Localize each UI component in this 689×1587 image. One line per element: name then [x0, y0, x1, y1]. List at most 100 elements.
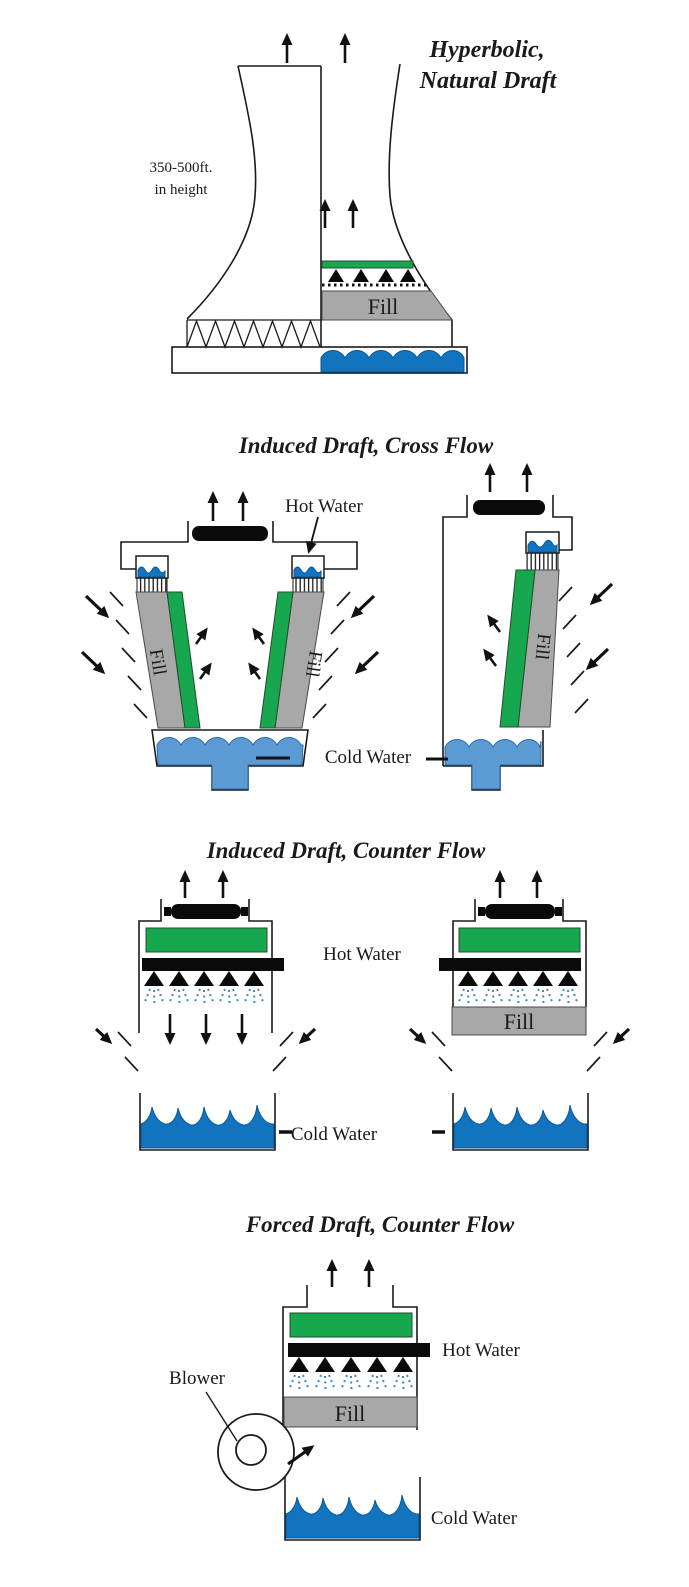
louver-slashes — [109, 591, 351, 719]
air-in-arrow — [589, 582, 614, 606]
fill-label: Fill — [145, 647, 170, 676]
distribution-hatch — [136, 577, 168, 594]
air-in-arrow — [612, 1027, 631, 1045]
hot-water-pointer-arrow — [305, 516, 319, 554]
spray-nozzle — [243, 970, 265, 1005]
spray-nozzle — [340, 1356, 362, 1391]
spray-nozzle — [557, 970, 579, 1005]
cold-water-basin — [139, 1093, 276, 1151]
hot-water — [293, 566, 322, 578]
hot-water-pipe — [142, 958, 284, 971]
air-in-arrow — [350, 594, 376, 619]
fill-label: Fill — [301, 649, 326, 678]
cold-water — [285, 1494, 420, 1539]
blower-inlet — [235, 1434, 267, 1466]
casing-left-wall — [282, 1285, 308, 1430]
spray-nozzle — [366, 1356, 388, 1391]
fill-label: Fill — [504, 1009, 535, 1034]
spray-nozzle — [314, 1356, 336, 1391]
spray-nozzle — [482, 970, 504, 1005]
spray-nozzle — [457, 970, 479, 1005]
counter-flow-title: Induced Draft, Counter Flow — [206, 838, 486, 863]
cross-flow-right-tower: Fill — [426, 463, 614, 791]
cold-water — [156, 737, 304, 790]
height-note-line2: in height — [155, 182, 209, 198]
hyperbolic-title-line1: Hyperbolic, — [428, 37, 544, 63]
hyperbolic-title-line2: Natural Draft — [419, 68, 558, 94]
basin-water — [320, 350, 465, 373]
fill-label: Fill — [531, 632, 555, 660]
fan-hub — [164, 907, 171, 916]
air-in-arrow — [80, 650, 106, 675]
casing-right-wall — [248, 899, 273, 1033]
tower-shell-left-profile — [186, 65, 257, 320]
fan — [171, 904, 241, 919]
casing-right-wing — [552, 495, 573, 551]
spray-nozzle — [143, 970, 165, 1005]
drift-eliminator — [289, 1312, 413, 1338]
fill-area — [283, 1396, 418, 1428]
cold-water-label: Cold Water — [325, 747, 412, 768]
spray-nozzle — [168, 970, 190, 1005]
spray-nozzle — [193, 970, 215, 1005]
spray-nozzle — [218, 970, 240, 1005]
fill-label: Fill — [368, 294, 399, 319]
casing-right-wing — [272, 521, 358, 570]
hot-water-pipe — [288, 1343, 430, 1357]
cold-water-basin — [452, 1093, 589, 1151]
hot-water-label: Hot Water — [285, 496, 363, 517]
basin — [171, 346, 468, 374]
induced-draft-counter-flow-diagram: Induced Draft, Counter Flow — [94, 838, 631, 1151]
drift-eliminator — [458, 927, 581, 953]
hyperbolic-natural-draft-diagram: Hyperbolic, Natural Draft 350-500ft. in … — [150, 33, 558, 374]
louver-slashes — [431, 1031, 608, 1072]
cold-water-basin — [151, 729, 309, 791]
induced-draft-cross-flow-diagram: Induced Draft, Cross Flow Fill Fill — [80, 433, 614, 791]
spray-nozzle — [288, 1356, 310, 1391]
fill-label: Fill — [335, 1401, 366, 1426]
cold-water — [444, 739, 542, 790]
cold-water — [140, 1104, 275, 1149]
air-in-arrow — [408, 1027, 427, 1045]
spray-nozzle — [353, 269, 369, 282]
hot-water — [527, 539, 558, 553]
air-in-arrow — [298, 1027, 317, 1045]
air-in-arrow — [84, 594, 110, 619]
fan — [485, 904, 555, 919]
internal-air-arrows — [194, 627, 266, 680]
spray-nozzle — [328, 269, 344, 282]
louver-slashes — [558, 586, 589, 714]
fill-green-face — [166, 591, 201, 729]
fill-area — [451, 1006, 587, 1036]
fill-green-face — [259, 591, 294, 729]
cold-water-label: Cold Water — [291, 1124, 378, 1145]
fan — [473, 500, 545, 515]
blower-pointer-line — [205, 1391, 238, 1442]
blower-label: Blower — [169, 1368, 226, 1389]
hot-water-label: Hot Water — [323, 944, 401, 965]
fan-hub — [478, 907, 485, 916]
distribution-hatch — [292, 577, 324, 594]
spray-nozzle — [532, 970, 554, 1005]
air-in-arrow — [94, 1027, 113, 1045]
downflow-arrows — [164, 1014, 248, 1045]
hot-water-label: Hot Water — [442, 1340, 520, 1361]
fan-hub — [555, 907, 562, 916]
hot-water — [137, 566, 166, 578]
spray-nozzle — [378, 269, 394, 282]
forced-draft-counter-flow-diagram: Forced Draft, Counter Flow Hot Water Fil… — [169, 1212, 521, 1541]
counter-flow-right-tower: Fill — [408, 870, 631, 1151]
casing-left-wall — [442, 495, 468, 766]
cross-flow-left-tower: Fill Fill — [80, 491, 380, 791]
internal-air-arrows — [483, 614, 502, 667]
fill-area — [321, 290, 453, 321]
spray-nozzle — [392, 1356, 414, 1391]
height-note-line1: 350-500ft. — [150, 160, 213, 176]
distribution-hatch — [526, 552, 559, 571]
louver-slashes — [117, 1031, 294, 1072]
casing-right-wall — [562, 899, 587, 1007]
fan — [192, 526, 268, 541]
forced-air-arrow — [287, 1445, 315, 1466]
